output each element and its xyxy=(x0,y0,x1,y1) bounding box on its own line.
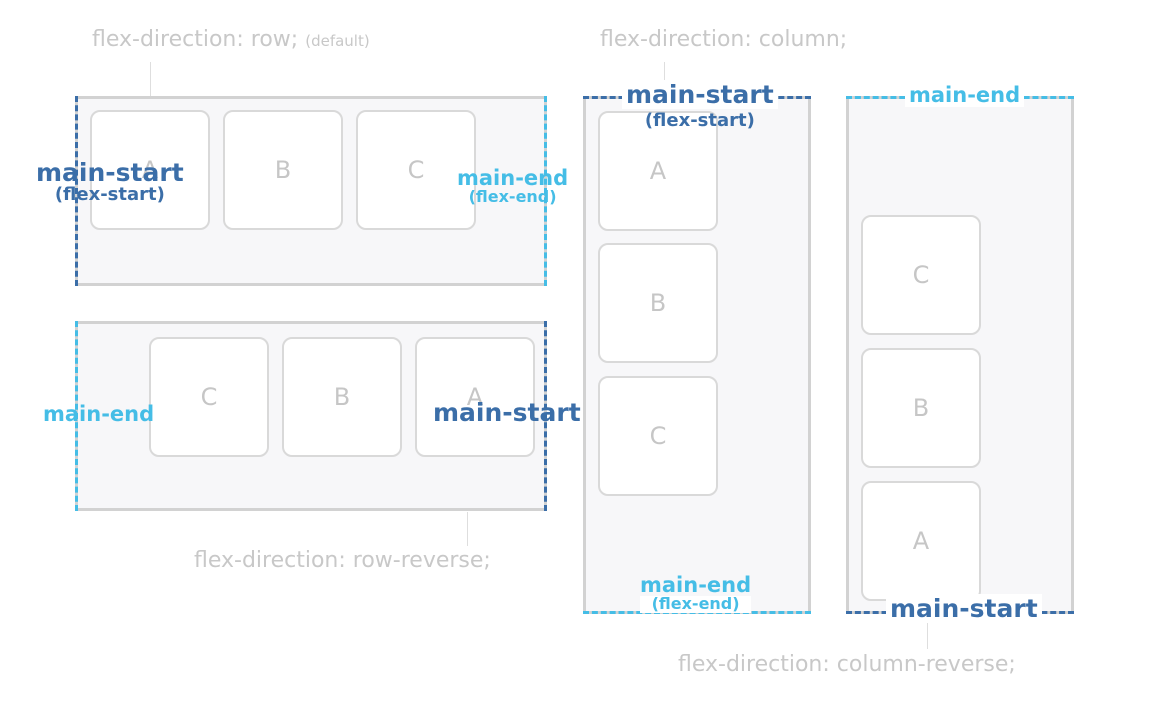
column-flex-end-text: (flex-end) xyxy=(640,595,752,613)
item-a: A xyxy=(861,481,981,601)
column-reverse-main-end-text: main-end xyxy=(905,83,1025,107)
column-flex-start-text: (flex-start) xyxy=(644,110,755,132)
column-container: A B C xyxy=(583,96,811,614)
leader-row-reverse xyxy=(467,512,468,546)
row-reverse-main-start-edge xyxy=(544,321,547,511)
item-c: C xyxy=(356,110,476,230)
column-reverse-container: C B A xyxy=(846,96,1074,614)
column-main-start-text: main-start xyxy=(622,80,778,109)
item-b: B xyxy=(598,243,718,363)
item-b: B xyxy=(282,337,402,457)
leader-column-reverse xyxy=(927,615,928,649)
item-b: B xyxy=(861,348,981,468)
leader-row xyxy=(150,62,151,96)
caption-column-reverse: flex-direction: column-reverse; xyxy=(678,652,1016,677)
row-main-start-edge xyxy=(75,96,78,286)
row-reverse-main-end-edge xyxy=(75,321,78,511)
column-reverse-main-start-text: main-start xyxy=(886,594,1042,623)
column-main-end-label: main-end (flex-end) xyxy=(640,573,752,613)
column-main-start-label: main-start (flex-start) xyxy=(622,80,778,132)
item-a: A xyxy=(90,110,210,230)
column-main-end-text: main-end xyxy=(640,573,752,597)
item-a: A xyxy=(598,111,718,231)
caption-row-default: (default) xyxy=(305,32,370,50)
row-flex-start-text: (flex-start) xyxy=(54,184,165,206)
caption-row-text: flex-direction: row; xyxy=(92,27,299,52)
row-container: A B C xyxy=(75,96,547,286)
item-a: A xyxy=(415,337,535,457)
item-c: C xyxy=(149,337,269,457)
row-reverse-main-start-label: main-start xyxy=(433,398,581,427)
item-b: B xyxy=(223,110,343,230)
item-c: C xyxy=(861,215,981,335)
item-c: C xyxy=(598,376,718,496)
row-main-end-label: main-end (flex-end) xyxy=(457,167,568,206)
column-reverse-main-end-label: main-end xyxy=(905,83,1025,107)
row-main-start-label: main-start (flex-start) xyxy=(36,158,184,206)
row-main-end-edge xyxy=(544,96,547,286)
row-reverse-container: C B A xyxy=(75,321,547,511)
row-reverse-main-end-label: main-end xyxy=(43,402,155,426)
row-flex-end-text: (flex-end) xyxy=(468,187,557,207)
caption-row-reverse: flex-direction: row-reverse; xyxy=(194,548,491,573)
column-reverse-main-start-label: main-start xyxy=(886,594,1042,623)
leader-column xyxy=(664,62,665,96)
row-main-start-text: main-start xyxy=(36,158,184,187)
caption-row: flex-direction: row; (default) xyxy=(92,27,370,52)
row-main-end-text: main-end xyxy=(457,166,569,190)
caption-column: flex-direction: column; xyxy=(600,27,848,52)
